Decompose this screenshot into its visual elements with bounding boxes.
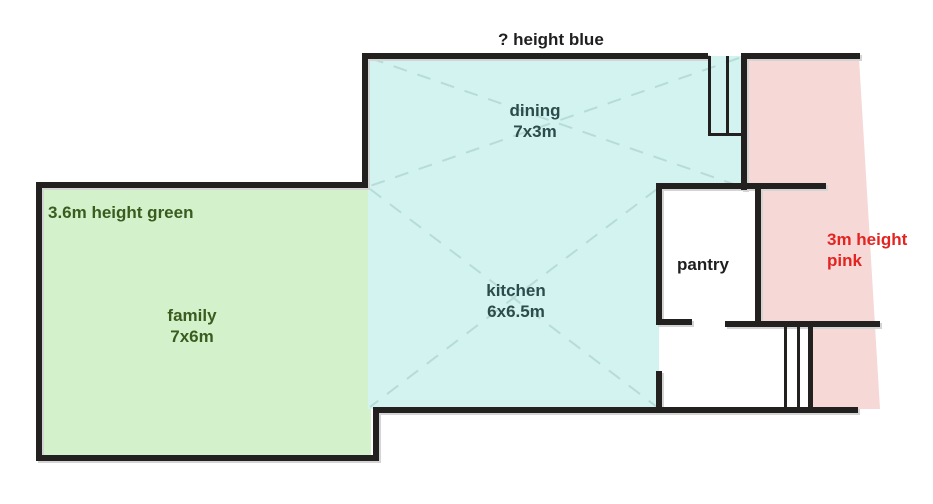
- dining-room-name: dining: [509, 101, 561, 120]
- family-room-name: family: [167, 306, 217, 325]
- family-room-dims: 7x6m: [170, 327, 214, 346]
- wall-family-top: [36, 182, 366, 188]
- top-window-pane-line-1: [708, 56, 711, 134]
- kitchen-dining-blue-zone: [368, 56, 741, 409]
- wall-passage-top: [725, 321, 880, 327]
- pantry-room-label: pantry: [677, 255, 729, 274]
- wall-family-right-lower: [373, 407, 379, 461]
- wall-top-right-segment: [741, 53, 860, 59]
- bottom-window-pane-line-1: [784, 327, 787, 408]
- kitchen-room-label: kitchen 6x6.5m: [451, 280, 581, 322]
- walls: [36, 53, 880, 461]
- wall-pantry-left: [656, 183, 662, 325]
- top-window-pane-line-2: [726, 56, 729, 134]
- windows: [708, 56, 813, 408]
- green-zone-height-note: 3.6m height green: [48, 203, 194, 222]
- pink-zone-height-note: 3m height pink: [827, 229, 907, 271]
- dining-room-label: dining 7x3m: [470, 100, 600, 142]
- wall-family-left: [36, 182, 42, 461]
- family-room-label: family 7x6m: [127, 305, 257, 347]
- wall-dining-left-vertical: [362, 53, 368, 188]
- top-window-sill: [708, 133, 747, 136]
- bottom-window-pane-line-2: [797, 327, 800, 408]
- wall-kitchen-bottom: [373, 407, 858, 413]
- ceiling-diagonals: [369, 57, 740, 408]
- wall-kitchen-stub: [656, 371, 662, 413]
- dining-diagonal-1: [369, 57, 740, 187]
- pink-zone-height-note-line2: pink: [827, 251, 862, 270]
- bottom-window-pane-line-3: [808, 327, 813, 408]
- wall-pantry-right: [755, 183, 761, 325]
- kitchen-room-name: kitchen: [486, 281, 546, 300]
- family-room-green-zone: [39, 185, 371, 457]
- wall-top-left-segment: [362, 53, 708, 59]
- kitchen-room-dims: 6x6.5m: [487, 302, 545, 321]
- wall-pantry-bottom-door-left: [656, 319, 692, 325]
- wall-family-bottom: [36, 455, 379, 461]
- dining-room-dims: 7x3m: [513, 122, 557, 141]
- kitchen-diagonal-2: [369, 188, 658, 408]
- wall-dining-window-side: [741, 53, 747, 190]
- blue-zone-height-note: ? height blue: [498, 30, 604, 49]
- pink-zone-height-note-line1: 3m height: [827, 230, 908, 249]
- dining-diagonal-2: [369, 57, 740, 187]
